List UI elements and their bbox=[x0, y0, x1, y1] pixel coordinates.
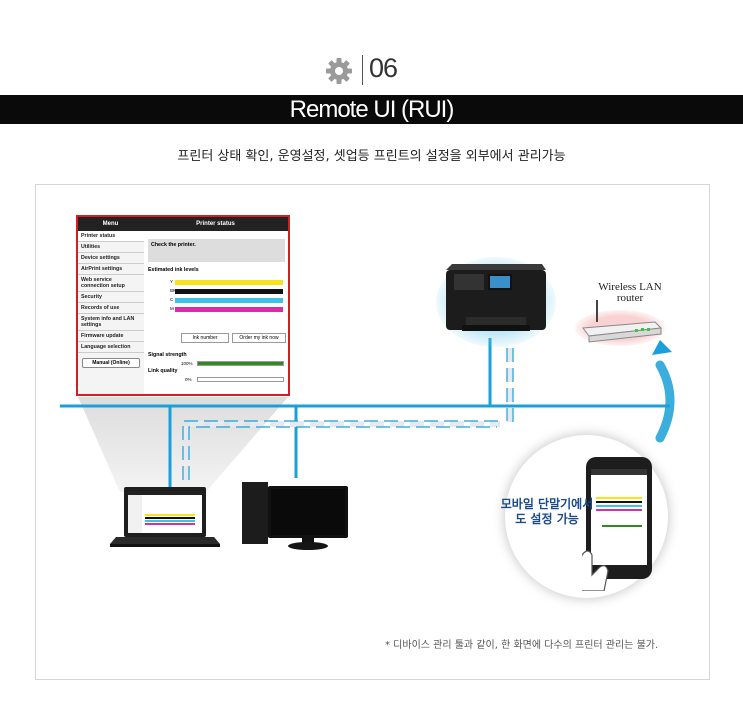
status-header: Printer status bbox=[196, 221, 235, 227]
signal-value: 100% bbox=[181, 361, 193, 366]
ink-bar-c bbox=[175, 298, 283, 303]
router-label: Wireless LAN router bbox=[598, 281, 662, 304]
menu-item-airprint[interactable]: AirPrint settings bbox=[78, 264, 144, 275]
title-bar: Remote UI (RUI) bbox=[0, 95, 743, 124]
mobile-label: 모바일 단말기에서도 설정 가능 bbox=[500, 497, 594, 526]
divider bbox=[362, 55, 363, 85]
remote-ui-screen: Menu Printer status Printer status Utili… bbox=[76, 215, 290, 396]
menu-header: Menu bbox=[102, 221, 119, 227]
menu-item-device-settings[interactable]: Device settings bbox=[78, 253, 144, 264]
section-number: 06 bbox=[369, 53, 398, 83]
rui-main: Check the printer. Estimated ink levels … bbox=[145, 231, 288, 394]
link-quality-label: Link quality bbox=[148, 368, 178, 374]
signal-label: Signal strength bbox=[148, 352, 187, 358]
section-number-row: 06 bbox=[0, 52, 743, 86]
signal-bar bbox=[197, 361, 284, 366]
printer-icon bbox=[436, 257, 556, 347]
menu-item-web-service[interactable]: Web service connection setup bbox=[78, 275, 144, 292]
gear-icon bbox=[326, 58, 352, 84]
desktop-computer-icon bbox=[242, 482, 348, 550]
manual-button[interactable]: Manual (Online) bbox=[82, 358, 140, 368]
menu-item-language[interactable]: Language selection bbox=[78, 342, 144, 353]
rui-sidebar: Printer status Utilities Device settings… bbox=[78, 231, 144, 394]
menu-item-utilities[interactable]: Utilities bbox=[78, 242, 144, 253]
ink-number-button[interactable]: Ink number bbox=[181, 333, 229, 343]
ink-bar-y bbox=[175, 280, 283, 285]
laptop-icon bbox=[110, 487, 220, 547]
ink-label-c: C bbox=[170, 297, 174, 302]
diagram-frame bbox=[35, 184, 710, 680]
menu-item-system-info[interactable]: System info and LAN settings bbox=[78, 314, 144, 331]
page-title: Remote UI (RUI) bbox=[289, 96, 455, 123]
ink-label-y: Y bbox=[170, 279, 174, 284]
ink-bar-m bbox=[175, 307, 283, 312]
menu-item-records[interactable]: Records of use bbox=[78, 303, 144, 314]
check-message: Check the printer. bbox=[148, 239, 285, 262]
link-value: 0% bbox=[185, 377, 192, 382]
footnote: * 디바이스 관리 툴과 같이, 한 화면에 다수의 프린터 관리는 불가. bbox=[385, 640, 659, 651]
ink-label-m: M bbox=[170, 306, 174, 311]
router-icon bbox=[575, 300, 665, 346]
subtitle: 프린터 상태 확인, 운영설정, 셋업등 프린트의 설정을 외부에서 관리가능 bbox=[177, 149, 566, 164]
menu-item-security[interactable]: Security bbox=[78, 292, 144, 303]
ink-bar-bk bbox=[175, 289, 283, 294]
menu-item-firmware[interactable]: Firmware update bbox=[78, 331, 144, 342]
ink-label-bk: BK bbox=[170, 288, 177, 293]
smartphone-icon bbox=[582, 457, 652, 591]
ink-levels-label: Estimated ink levels bbox=[148, 267, 199, 273]
order-ink-button[interactable]: Order my ink now bbox=[232, 333, 286, 343]
menu-item-printer-status[interactable]: Printer status bbox=[78, 231, 144, 242]
rui-header: Menu Printer status bbox=[78, 217, 288, 231]
link-bar bbox=[197, 377, 284, 382]
